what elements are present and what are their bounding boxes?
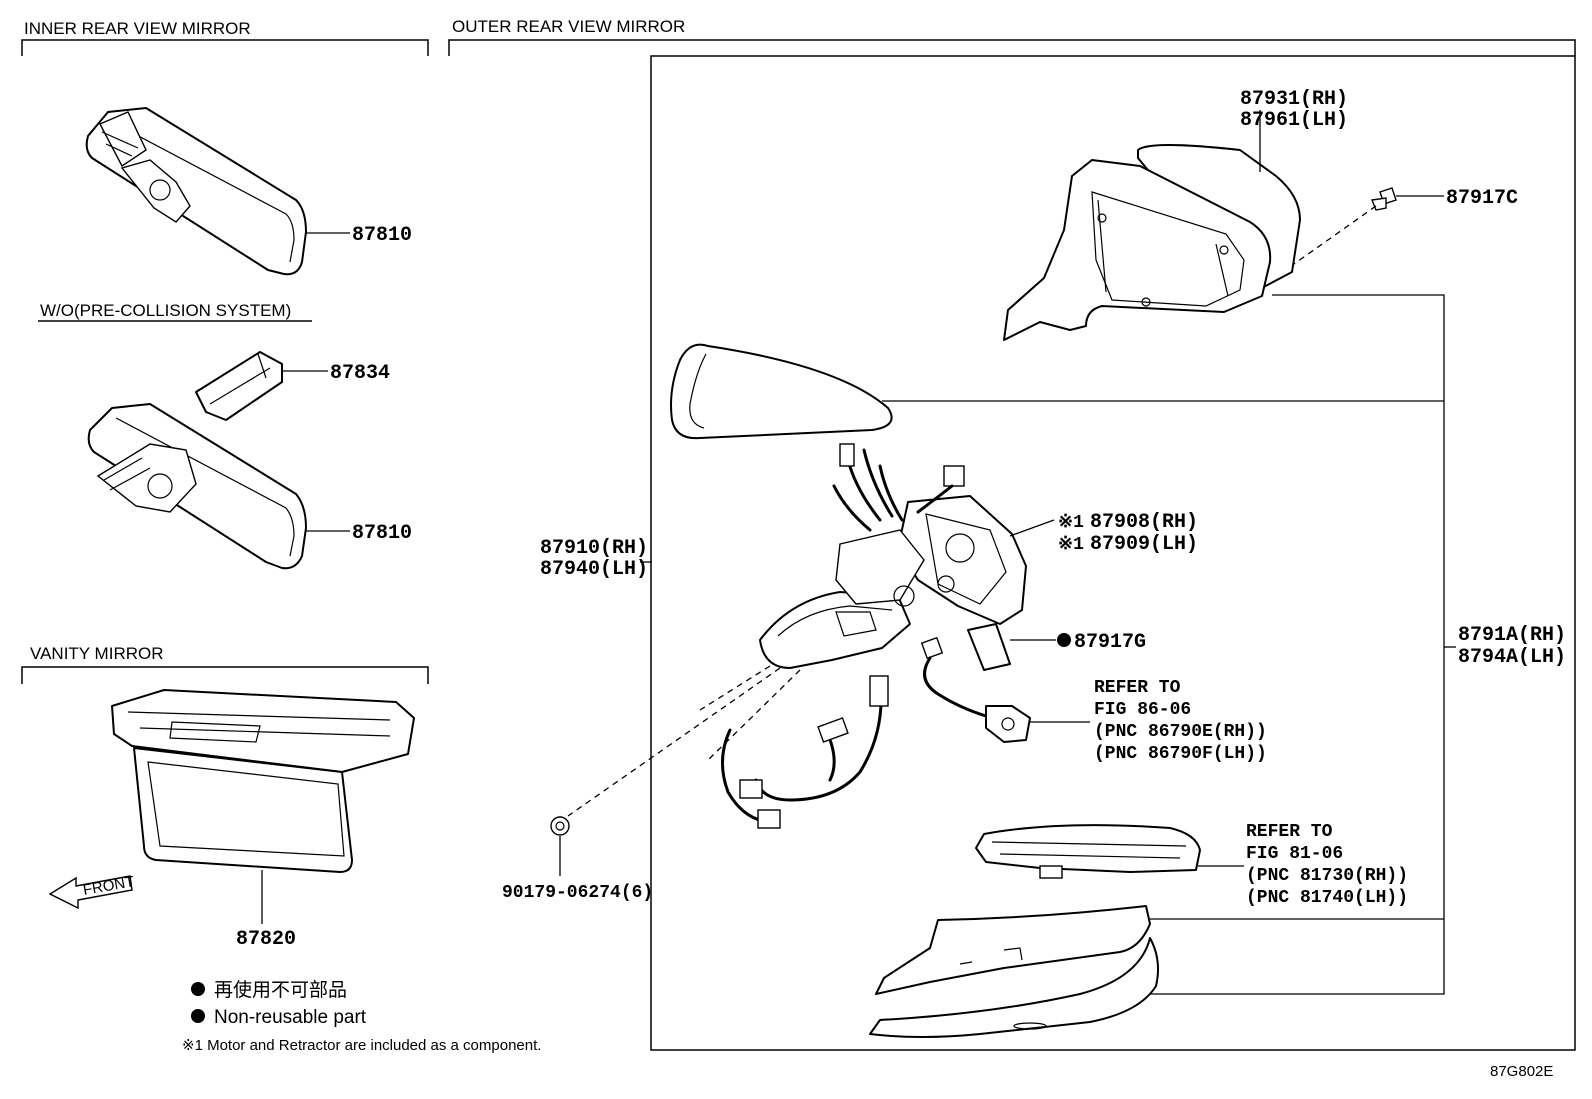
figure-id: 87G802E <box>1490 1063 1553 1080</box>
section-vanity-bracket <box>21 666 429 684</box>
part-90179: 90179-06274(6) <box>502 883 653 903</box>
vanity-mirror-drawing <box>111 689 415 873</box>
part-87917g: 87917G <box>1074 631 1146 654</box>
ref2-line3: (PNC 81730(RH)) <box>1246 866 1408 886</box>
camera-cable-drawing <box>920 636 1031 743</box>
ref1-line2: FIG 86-06 <box>1094 700 1191 720</box>
gasket-87917g-drawing <box>967 623 1011 671</box>
bracket-8791a-main <box>1150 294 1445 995</box>
non-reusable-dot-87917g <box>1057 633 1071 647</box>
front-label: FRONT <box>82 873 136 899</box>
ref2-line4: (PNC 81740(LH)) <box>1246 888 1408 908</box>
lower-cover-drawing <box>869 905 1159 1038</box>
inner-mirror-drawing-bottom <box>87 403 307 570</box>
part-87834: 87834 <box>330 362 390 385</box>
dash-87917c <box>1293 205 1377 265</box>
part-87910-rh: 87910(RH) <box>540 537 648 560</box>
inner-mirror-drawing-top <box>85 107 307 276</box>
legend-jp: 再使用不可部品 <box>214 979 347 1001</box>
mirror-housing-drawing <box>1003 144 1301 341</box>
part-87810-top: 87810 <box>352 224 412 247</box>
ref1-line1: REFER TO <box>1094 678 1181 698</box>
ref1-line4: (PNC 86790F(LH)) <box>1094 744 1267 764</box>
section-outer-bracket <box>448 39 1576 56</box>
ref2-line1: REFER TO <box>1246 822 1333 842</box>
dash-base-1 <box>699 665 771 711</box>
part-87940-lh: 87940(LH) <box>540 558 648 581</box>
part-87909-lh: 87909(LH) <box>1090 533 1198 556</box>
part-8794a-lh: 8794A(LH) <box>1458 646 1566 669</box>
part-87820: 87820 <box>236 928 296 951</box>
outer-mirror-assembly-box <box>650 55 1576 1051</box>
legend-en: Non-reusable part <box>214 1007 367 1028</box>
legend-dot-jp <box>191 982 205 996</box>
ref1-line3: (PNC 86790E(RH)) <box>1094 722 1267 742</box>
mirror-glass-drawing <box>670 343 893 440</box>
section-inner-mirror-title: INNER REAR VIEW MIRROR <box>24 19 251 38</box>
section-vanity-mirror-title: VANITY MIRROR <box>30 644 164 663</box>
mark-87909: ※1 <box>1058 535 1084 555</box>
clip-90179-icon <box>550 816 570 836</box>
wo-pcs-label: W/O(PRE-COLLISION SYSTEM) <box>40 301 291 320</box>
motor-retractor-drawing <box>832 443 1027 625</box>
wire-harness-drawing <box>720 675 889 829</box>
part-8791a-rh: 8791A(RH) <box>1458 624 1566 647</box>
turn-signal-lamp-drawing <box>975 824 1201 879</box>
front-arrow-icon <box>48 875 133 910</box>
mark-87908: ※1 <box>1058 513 1084 533</box>
dash-base-2 <box>705 669 801 763</box>
section-inner-bracket <box>21 39 429 56</box>
part-87810-bottom: 87810 <box>352 522 412 545</box>
part-87931-rh: 87931(RH) <box>1240 88 1348 111</box>
ref2-line2: FIG 81-06 <box>1246 844 1343 864</box>
mirror-cover-87834-drawing <box>195 351 283 421</box>
mirror-base-drawing <box>759 529 925 669</box>
leader-87908 <box>1009 519 1055 537</box>
section-outer-mirror-title: OUTER REAR VIEW MIRROR <box>452 17 685 36</box>
part-87917c: 87917C <box>1446 187 1518 210</box>
part-87961-lh: 87961(LH) <box>1240 109 1348 132</box>
legend-dot-en <box>191 1009 205 1023</box>
part-87908-rh: 87908(RH) <box>1090 511 1198 534</box>
legend-note: ※1 Motor and Retractor are included as a… <box>182 1037 541 1054</box>
